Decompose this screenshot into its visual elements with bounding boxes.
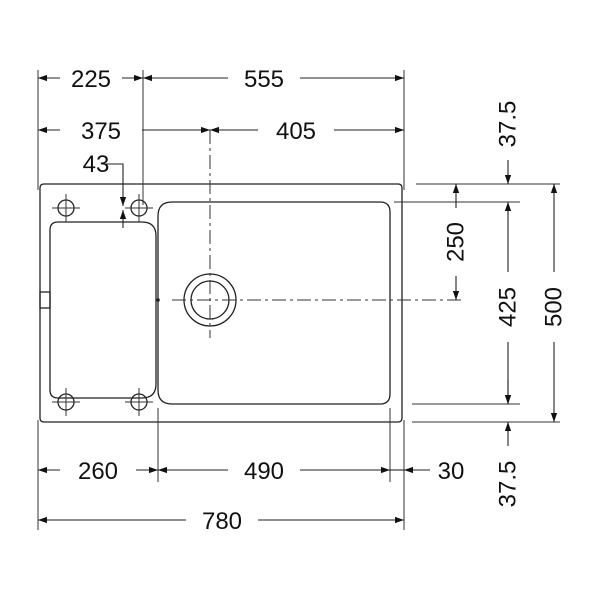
dim-780: 780 — [202, 508, 242, 535]
dim-375: 375 — [81, 118, 121, 145]
dim-30: 30 — [438, 458, 465, 485]
main-bowl — [157, 201, 391, 405]
dim-425: 425 — [495, 287, 522, 327]
overflow-slot — [39, 291, 51, 309]
dimension-lines — [38, 74, 558, 524]
dim-555: 555 — [244, 66, 284, 93]
dim-43: 43 — [83, 151, 110, 178]
bowl-edge-mark — [156, 298, 160, 302]
dim-500: 500 — [541, 287, 568, 327]
dim-405: 405 — [276, 118, 316, 145]
dim-37-5-bottom: 37.5 — [495, 461, 522, 508]
dim-37-5-top: 37.5 — [495, 101, 522, 148]
sink-outline — [39, 183, 403, 423]
mounting-hole-top-right — [125, 194, 153, 222]
mounting-hole-bottom-right — [125, 388, 153, 416]
dim-260: 260 — [78, 458, 118, 485]
dim-490: 490 — [244, 458, 284, 485]
mounting-hole-bottom-left — [52, 388, 80, 416]
mounting-hole-top-left — [52, 194, 80, 222]
dimension-labels: 225 555 375 405 43 37.5 250 425 500 37.5… — [71, 66, 568, 535]
sink-outer-rim — [39, 183, 403, 423]
dim-250: 250 — [443, 222, 470, 262]
center-lines — [172, 130, 462, 338]
dim-225: 225 — [71, 66, 111, 93]
drainer-area — [49, 221, 157, 399]
